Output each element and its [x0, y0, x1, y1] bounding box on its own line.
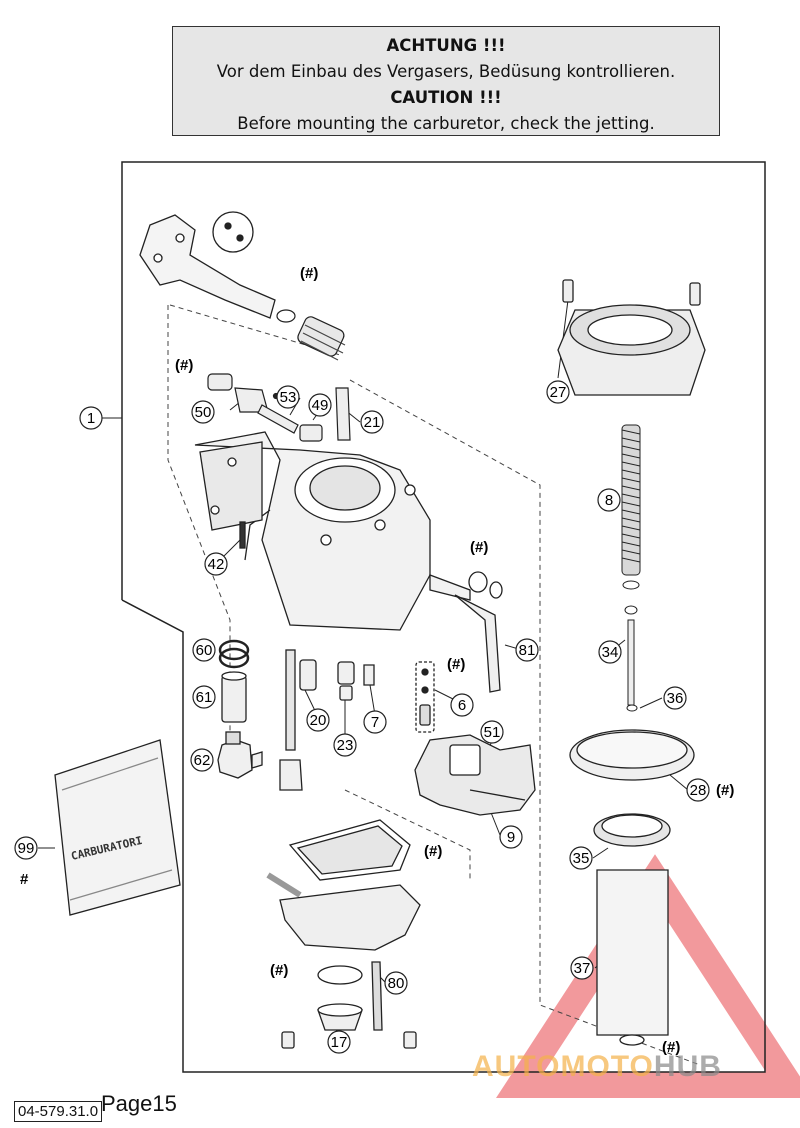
callout-81: 81	[515, 638, 539, 662]
watermark-part1: AUTOMOTO	[472, 1050, 654, 1083]
svg-text:36: 36	[667, 690, 684, 707]
callout-28: 28	[686, 778, 710, 802]
svg-text:7: 7	[371, 714, 379, 731]
callout-34: 34	[598, 640, 622, 664]
svg-text:34: 34	[602, 644, 619, 661]
warning-en-title: CAUTION !!!	[390, 88, 502, 107]
callout-50: 50	[191, 400, 215, 424]
callout-21: 21	[360, 410, 384, 434]
callout-49: 49	[308, 393, 332, 417]
callout-17: 17	[327, 1030, 351, 1054]
svg-text:51: 51	[484, 724, 501, 741]
warning-en-text: Before mounting the carburetor, check th…	[237, 114, 655, 133]
svg-text:28: 28	[690, 782, 707, 799]
callout-8: 8	[597, 488, 621, 512]
svg-text:AUTOMOTOHUB: AUTOMOTOHUB	[472, 1050, 722, 1083]
svg-text:21: 21	[364, 414, 381, 431]
svg-text:8: 8	[605, 492, 613, 509]
marker-hash-8: (#)	[662, 1039, 680, 1056]
assembly-frame	[121, 161, 766, 1073]
marker-hash-6: (#)	[424, 843, 442, 860]
callout-27: 27	[546, 380, 570, 404]
svg-text:1: 1	[87, 410, 95, 427]
svg-text:37: 37	[574, 960, 591, 977]
svg-text:61: 61	[196, 689, 213, 706]
svg-text:17: 17	[331, 1034, 348, 1051]
svg-text:9: 9	[507, 829, 515, 846]
document-code: 04-579.31.0	[14, 1101, 103, 1122]
callout-20: 20	[306, 708, 330, 732]
callout-62: 62	[190, 748, 214, 772]
svg-text:49: 49	[312, 397, 329, 414]
svg-text:27: 27	[550, 384, 567, 401]
marker-hash-5: (#)	[716, 782, 734, 799]
watermark-part2: HUB	[654, 1050, 722, 1083]
svg-text:23: 23	[337, 737, 354, 754]
callout-23: 23	[333, 733, 357, 757]
callout-1: 1	[79, 406, 103, 430]
warning-de-text: Vor dem Einbau des Vergasers, Bedüsung k…	[216, 62, 676, 81]
watermark-text: AUTOMOTOHUB	[472, 1050, 722, 1083]
callout-37: 37	[570, 956, 594, 980]
callout-36: 36	[663, 686, 687, 710]
cover-bracket-part	[139, 211, 276, 319]
callout-42: 42	[204, 552, 228, 576]
svg-text:42: 42	[208, 556, 225, 573]
marker-hash-4: (#)	[447, 656, 465, 673]
callout-7: 7	[363, 710, 387, 734]
svg-text:20: 20	[310, 712, 327, 729]
diaphragm-spring-part	[276, 309, 346, 361]
jet-assembly-part	[207, 373, 351, 442]
watermark-triangle	[496, 854, 800, 1098]
callout-35: 35	[569, 846, 593, 870]
warning-de-title: ACHTUNG !!!	[386, 36, 506, 55]
top-cap-part	[557, 279, 706, 396]
callout-61: 61	[192, 685, 216, 709]
marker-hash-1: (#)	[300, 265, 318, 282]
marker-hash-7: (#)	[270, 962, 288, 979]
fittings-left-part	[217, 639, 435, 791]
callout-51: 51	[480, 720, 504, 744]
svg-text:35: 35	[573, 850, 590, 867]
parts-bag: CARBURATORI	[54, 739, 181, 916]
carburetor-body-part	[194, 431, 503, 693]
float-part	[414, 734, 536, 816]
svg-text:80: 80	[388, 975, 405, 992]
callout-60: 60	[192, 638, 216, 662]
caution-banner: ACHTUNG !!! Vor dem Einbau des Vergasers…	[172, 26, 720, 136]
marker-hash-2: (#)	[175, 357, 193, 374]
svg-text:53: 53	[280, 389, 297, 406]
svg-text:62: 62	[194, 752, 211, 769]
svg-text:6: 6	[458, 697, 466, 714]
callout-53: 53	[276, 385, 300, 409]
svg-text:50: 50	[195, 404, 212, 421]
callout-99: 99	[14, 836, 38, 860]
marker-hash-3: (#)	[470, 539, 488, 556]
bowl-part	[266, 819, 421, 1049]
spring-part	[621, 424, 641, 712]
callout-80: 80	[384, 971, 408, 995]
page-label: Page15	[101, 1091, 177, 1116]
callout-9: 9	[499, 825, 523, 849]
diaphragm-part	[569, 729, 695, 1046]
callout-6: 6	[450, 693, 474, 717]
svg-text:81: 81	[519, 642, 536, 659]
marker-hash-bag: #	[20, 871, 29, 888]
svg-text:99: 99	[18, 840, 35, 857]
svg-text:60: 60	[196, 642, 213, 659]
